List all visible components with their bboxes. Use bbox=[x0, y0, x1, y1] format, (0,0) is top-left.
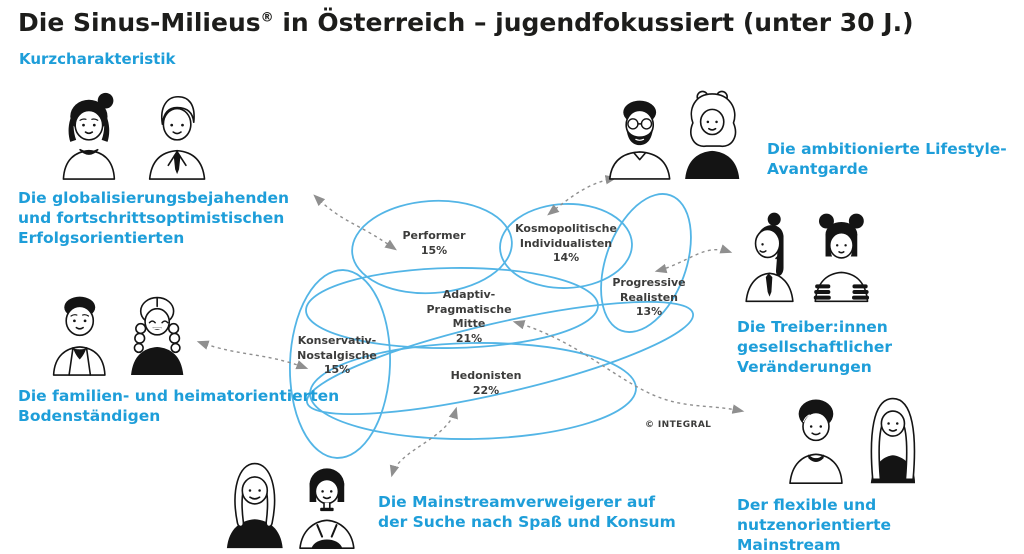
persona-label-mainstreamverweigerer: Die Mainstreamverweigerer auf der Suche … bbox=[378, 493, 676, 532]
figure-man-beard-glasses bbox=[610, 100, 670, 179]
page-title-text: Die Sinus-Milieus bbox=[18, 8, 261, 37]
connector-arrow-bodenstaendige bbox=[196, 340, 309, 370]
connector-arrow-erfolgsorientierte bbox=[313, 194, 397, 251]
persona-label-treiber: Die Treiber:innen gesellschaftlicher Ver… bbox=[737, 318, 893, 377]
milieu-name: Hedonisten bbox=[450, 369, 522, 382]
figure-woman-long-hair bbox=[871, 399, 915, 484]
figure-person-long-hair bbox=[226, 464, 283, 549]
page-subtitle: Kurzcharakteristik bbox=[19, 50, 176, 68]
integral-credit: © INTEGRAL bbox=[645, 420, 712, 430]
milieu-name: Konservativ- Nostalgische bbox=[297, 334, 377, 362]
connector-arrow-avantgarde bbox=[547, 175, 618, 216]
milieu-name: Progressive Realisten bbox=[612, 276, 686, 304]
persona-illustration-erfolgsorientierte bbox=[48, 92, 218, 183]
figure-woman-braids bbox=[131, 298, 184, 376]
milieu-name: Adaptiv- Pragmatische Mitte bbox=[426, 288, 512, 331]
connector-arrow-mainstream bbox=[512, 320, 745, 414]
registered-trademark-sign: ® bbox=[260, 10, 274, 26]
figure-woman-curly-hair bbox=[685, 91, 740, 179]
persona-illustration-treiber bbox=[735, 212, 875, 307]
milieu-shape-performer bbox=[351, 199, 513, 295]
milieu-share: 15% bbox=[420, 243, 448, 257]
persona-illustration-bodenstaendige bbox=[42, 296, 184, 379]
persona-label-bodenstaendige: Die familien- und heimatorientierten Bod… bbox=[18, 387, 340, 426]
milieu-share: 21% bbox=[455, 331, 483, 345]
figure-person-profile-tie bbox=[746, 212, 793, 302]
connector-arrow-mainstreamverweigerer bbox=[389, 406, 458, 478]
figure-girl-space-buns bbox=[815, 213, 867, 302]
milieu-share: 22% bbox=[472, 383, 500, 397]
milieu-name: Kosmopolitische Individualisten bbox=[515, 222, 617, 250]
milieu-shape-hedonisten-diagonal bbox=[306, 301, 694, 415]
figure-man-suit bbox=[150, 97, 205, 179]
persona-illustration-mainstreamverweigerer bbox=[226, 452, 357, 552]
figure-woman-bun bbox=[63, 92, 114, 179]
persona-label-mainstream: Der flexible und nutzenorientierte Mains… bbox=[737, 496, 892, 554]
milieu-name: Performer bbox=[402, 229, 466, 242]
figure-man-mop-hair bbox=[790, 399, 842, 484]
persona-label-avantgarde: Die ambitionierte Lifestyle- Avantgarde bbox=[767, 140, 1007, 179]
persona-label-erfolgsorientierte: Die globalisierungsbejahenden und fortsc… bbox=[18, 189, 290, 248]
page-title: Die Sinus-Milieus® in Österreich – jugen… bbox=[18, 8, 914, 37]
figure-woman-bob-choker bbox=[300, 468, 354, 548]
milieu-share: 14% bbox=[552, 251, 580, 265]
persona-illustration-mainstream bbox=[778, 387, 928, 488]
persona-illustration-avantgarde bbox=[602, 86, 740, 183]
connector-arrow-treiber bbox=[654, 244, 733, 274]
milieu-share: 15% bbox=[323, 363, 351, 377]
page-title-rest: in Österreich – jugendfokussiert (unter … bbox=[273, 8, 914, 37]
figure-man-jacket bbox=[54, 296, 105, 375]
milieu-share: 13% bbox=[635, 305, 663, 319]
